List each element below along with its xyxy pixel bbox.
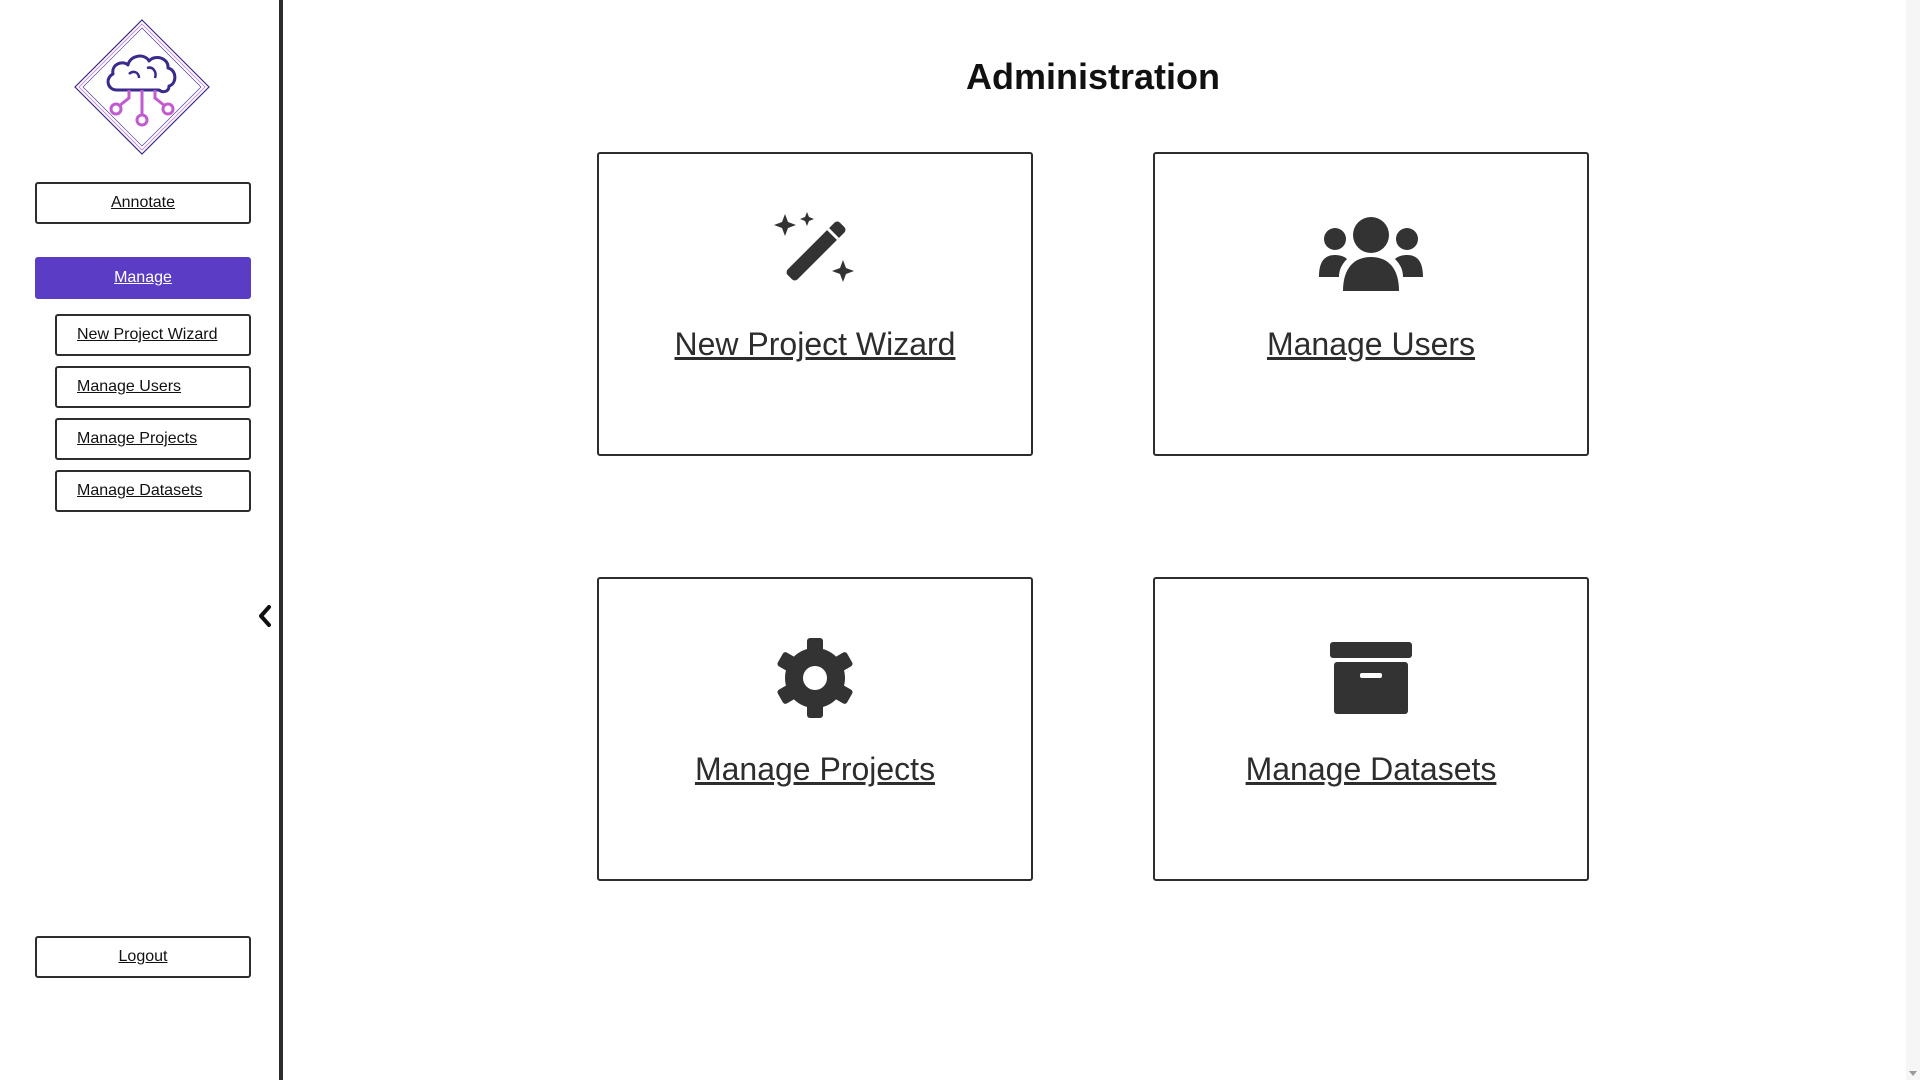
- card-label: Manage Projects: [694, 751, 936, 787]
- annotate-button[interactable]: Annotate: [35, 182, 251, 224]
- archive-box-icon: [1155, 637, 1587, 719]
- sidebar-item-label: Manage Projects: [77, 430, 198, 447]
- new-project-wizard-card[interactable]: New Project Wizard: [597, 152, 1033, 456]
- sidebar: Annotate Manage New Project Wizard Manag…: [0, 0, 283, 1080]
- manage-users-card[interactable]: Manage Users: [1153, 152, 1589, 456]
- main-content: Administration New Project: [283, 0, 1906, 1080]
- sidebar-item-label: Manage Users: [77, 378, 182, 395]
- gear-icon: [599, 637, 1031, 719]
- collapse-sidebar-button[interactable]: [254, 602, 276, 630]
- sidebar-item-manage-projects[interactable]: Manage Projects: [55, 418, 251, 460]
- sidebar-item-label: Manage Datasets: [77, 482, 203, 499]
- scroll-down-arrow-icon[interactable]: [1909, 1071, 1917, 1076]
- brain-circuit-logo-icon: [73, 18, 211, 156]
- manage-label: Manage: [114, 269, 172, 286]
- sidebar-item-manage-users[interactable]: Manage Users: [55, 366, 251, 408]
- annotate-label: Annotate: [110, 194, 176, 211]
- card-label: Manage Users: [1266, 326, 1476, 362]
- card-label: New Project Wizard: [674, 326, 956, 362]
- chevron-left-icon: [259, 605, 271, 627]
- sidebar-item-label: New Project Wizard: [77, 326, 218, 343]
- manage-datasets-card[interactable]: Manage Datasets: [1153, 577, 1589, 881]
- page-title: Administration: [965, 56, 1220, 97]
- sidebar-item-new-project-wizard[interactable]: New Project Wizard: [55, 314, 251, 356]
- magic-wand-icon: [599, 212, 1031, 294]
- manage-button[interactable]: Manage: [35, 257, 251, 299]
- sidebar-item-manage-datasets[interactable]: Manage Datasets: [55, 470, 251, 512]
- users-icon: [1155, 212, 1587, 294]
- manage-projects-card[interactable]: Manage Projects: [597, 577, 1033, 881]
- card-label: Manage Datasets: [1245, 751, 1497, 787]
- vertical-scrollbar[interactable]: [1906, 0, 1920, 1080]
- logout-button[interactable]: Logout: [35, 936, 251, 978]
- logout-label: Logout: [118, 948, 168, 965]
